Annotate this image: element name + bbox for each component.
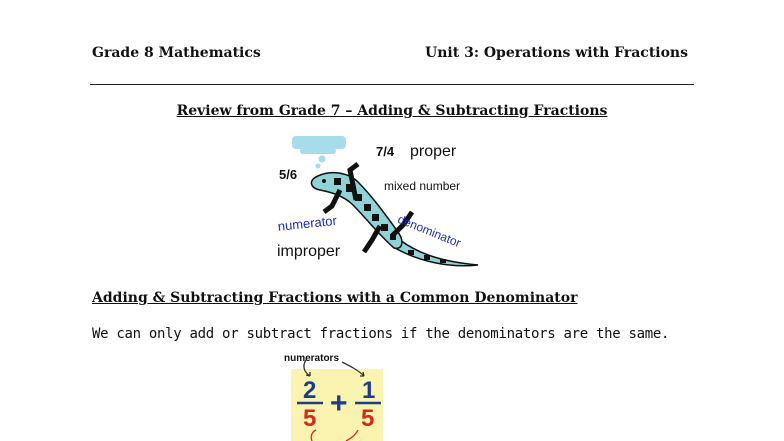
thought-cloud-icon [292,136,346,169]
header-divider [90,84,694,85]
header-course: Grade 8 Mathematics [92,45,261,61]
salamander-icon [310,162,479,267]
plus-operator: + [330,387,348,420]
right-numerator: 1 [362,377,376,404]
section-review-title: Review from Grade 7 – Adding & Subtracti… [176,103,608,119]
fraction-seven-fourths: 7/4 [376,144,395,159]
label-improper: improper [277,243,341,260]
left-denominator: 5 [303,405,317,432]
fraction-addition-diagram [291,369,383,441]
label-mixed-number: mixed number [384,179,461,193]
right-denominator: 5 [361,405,375,432]
left-numerator: 2 [303,377,317,404]
common-denominator-text: We can only add or subtract fractions if… [92,326,670,342]
header-unit: Unit 3: Operations with Fractions [425,45,688,61]
label-numerators: numerators [284,353,340,364]
fraction-five-sixths: 5/6 [279,167,298,182]
label-proper: proper [410,143,457,160]
section-common-denominator-title: Adding & Subtracting Fractions with a Co… [92,290,578,306]
